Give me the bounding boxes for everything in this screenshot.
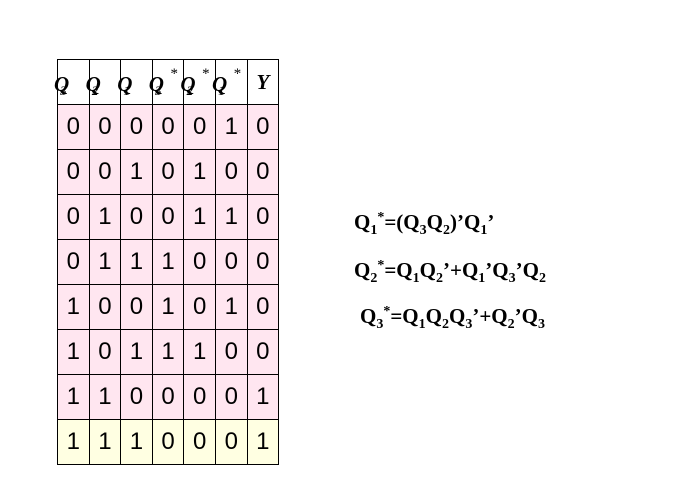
table-cell: 1 (57, 329, 90, 375)
table-cell: 0 (183, 104, 216, 150)
header-q3: Q3 (54, 59, 90, 105)
table-cell: 1 (88, 419, 122, 465)
header-q1-next: Q1* (212, 59, 248, 105)
table-cell: 0 (88, 284, 122, 330)
table-cell: 1 (88, 239, 122, 285)
table-header-row: Q3 Q2 Q1 Q3* Q2* Q1* Y (54, 59, 280, 105)
table-cell: 1 (57, 374, 90, 420)
table-cell: 0 (88, 329, 122, 375)
table-cell: 0 (151, 104, 185, 150)
header-q3-next: Q3* (149, 59, 185, 105)
equation-q1-next: Q1*=(Q3Q2)’Q1’ (354, 210, 495, 238)
table-cell: 1 (246, 374, 280, 420)
equation-q2-next: Q2*=Q1Q2’+Q1’Q3’Q2 (354, 258, 546, 286)
header-q2: Q2 (86, 59, 122, 105)
table-cell: 1 (120, 239, 153, 285)
table-cell: 0 (214, 419, 248, 465)
table-cell: 0 (120, 194, 153, 240)
table-cell: 1 (214, 284, 248, 330)
table-cell: 1 (57, 419, 90, 465)
table-cell: 1 (151, 284, 185, 330)
table-cell: 0 (183, 284, 216, 330)
table-cell: 0 (88, 149, 122, 195)
table-cell: 0 (246, 329, 280, 375)
table-cell: 0 (57, 239, 90, 285)
table-cell: 0 (57, 104, 90, 150)
table-cell: 0 (246, 149, 280, 195)
table-cell: 0 (120, 284, 153, 330)
table-cell: 0 (183, 374, 216, 420)
table-cell: 0 (151, 374, 185, 420)
table-cell: 1 (120, 329, 153, 375)
table-cell: 0 (183, 419, 216, 465)
table-cell: 1 (57, 284, 90, 330)
table-cell: 1 (151, 329, 185, 375)
table-cell: 0 (246, 239, 280, 285)
table-cell: 0 (57, 194, 90, 240)
table-cell: 0 (151, 149, 185, 195)
table-cell: 0 (88, 104, 122, 150)
table-cell: 0 (151, 194, 185, 240)
table-cell: 0 (214, 239, 248, 285)
header-q1: Q1 (117, 59, 153, 105)
table-cell: 0 (120, 104, 153, 150)
table-cell: 1 (183, 149, 216, 195)
header-q2-next: Q2* (180, 59, 216, 105)
table-cell: 1 (88, 374, 122, 420)
table-cell: 1 (151, 239, 185, 285)
table-cell: 1 (246, 419, 280, 465)
table-cell: 1 (183, 194, 216, 240)
table-cell: 0 (183, 239, 216, 285)
table-cell: 1 (214, 194, 248, 240)
table-cell: 0 (214, 149, 248, 195)
table-cell: 0 (151, 419, 185, 465)
header-y: Y (246, 59, 280, 105)
table-cell: 0 (246, 194, 280, 240)
table-cell: 1 (88, 194, 122, 240)
table-cell: 1 (120, 419, 153, 465)
table-cell: 0 (214, 374, 248, 420)
equation-q3-next: Q3*=Q1Q2Q3’+Q2’Q3 (360, 304, 545, 332)
table-cell: 0 (120, 374, 153, 420)
table-cell: 1 (214, 104, 248, 150)
table-cell: 0 (246, 284, 280, 330)
table-cell: 1 (120, 149, 153, 195)
table-cell: 1 (183, 329, 216, 375)
table-cell: 0 (214, 329, 248, 375)
table-cell: 0 (57, 149, 90, 195)
table-cell: 0 (246, 104, 280, 150)
